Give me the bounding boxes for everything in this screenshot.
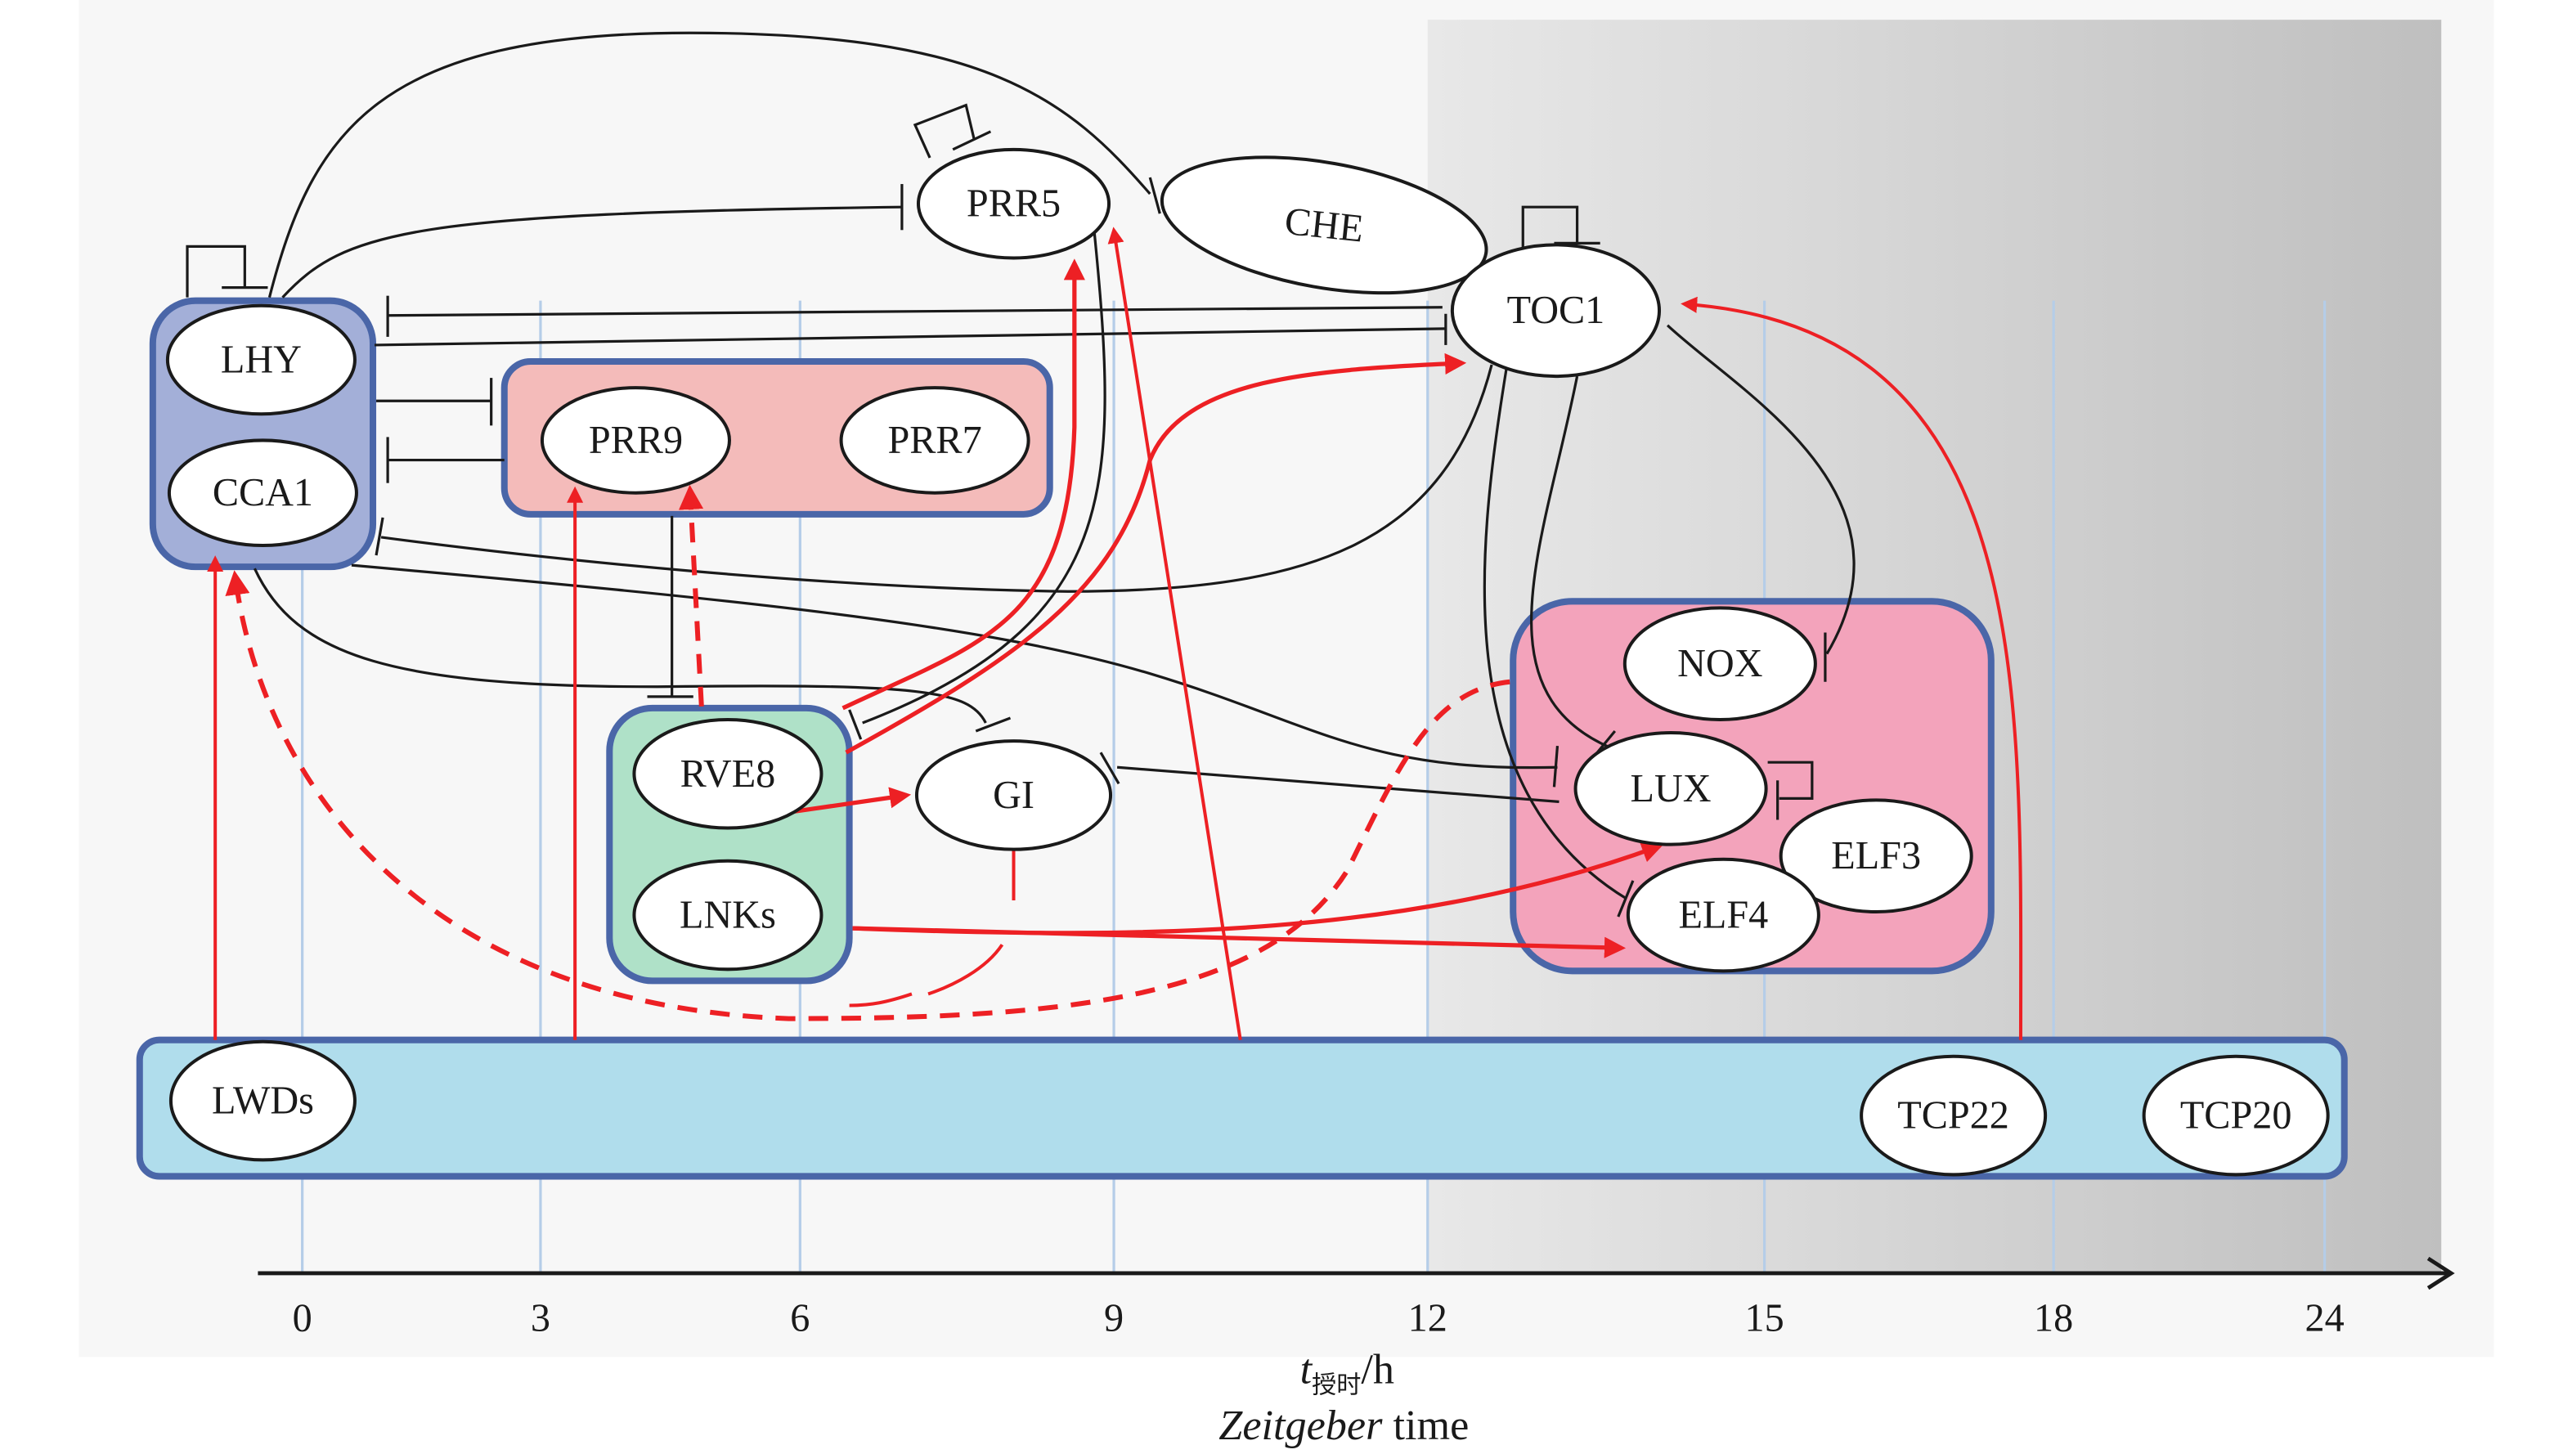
inhibition-bar bbox=[975, 716, 1012, 733]
axis-title-unit: /h bbox=[1361, 1346, 1394, 1393]
edge-toc1-nox bbox=[1666, 324, 1856, 655]
node-label: TCP20 bbox=[2180, 1094, 2292, 1138]
tick-label-0: 0 bbox=[293, 1296, 312, 1340]
axis-title-subscript: 授时 bbox=[1312, 1371, 1361, 1399]
edge-lhy-prr5 bbox=[281, 205, 902, 298]
edge-toc1-lux bbox=[1530, 375, 1611, 749]
node-lwds[interactable]: LWDs bbox=[168, 1039, 357, 1162]
edge-prr5-rve8 bbox=[862, 230, 1106, 725]
axis-title-cn: t授时/h bbox=[1300, 1346, 1394, 1399]
inhibition-bar bbox=[1148, 177, 1161, 214]
node-label: LWDs bbox=[212, 1079, 314, 1123]
node-label: NOX bbox=[1677, 642, 1762, 685]
node-label: ELF4 bbox=[1678, 894, 1768, 937]
node-elf3[interactable]: ELF3 bbox=[1779, 798, 1973, 914]
edge-lwds-prr5 bbox=[1107, 227, 1242, 1041]
node-che[interactable]: CHE bbox=[1151, 135, 1497, 315]
tick-label-24: 24 bbox=[2305, 1296, 2345, 1340]
time-axis: 0 3 6 9 12 15 18 24 t授时/h Zeitgeber time bbox=[258, 1256, 2455, 1449]
node-prr7[interactable]: PRR7 bbox=[839, 386, 1030, 495]
tick-label-12: 12 bbox=[1408, 1296, 1447, 1340]
edge-ec-cca1-dashed bbox=[225, 570, 1510, 1021]
edge-toc1-lhy bbox=[388, 306, 1443, 317]
node-label: CCA1 bbox=[213, 471, 313, 514]
node-label: PRR9 bbox=[589, 419, 683, 462]
activation-edges bbox=[207, 227, 2023, 1041]
node-lhy[interactable]: LHY bbox=[165, 303, 357, 416]
edge-toc1-self-inhibition bbox=[1521, 205, 1579, 249]
node-label: LHY bbox=[221, 339, 302, 382]
node-prr9[interactable]: PRR9 bbox=[540, 386, 731, 495]
node-label: LNKs bbox=[680, 894, 776, 937]
inhibition-bar bbox=[1617, 880, 1635, 918]
edge-lnks-elf4 bbox=[852, 926, 1627, 958]
edge-gi-lnks-dashed bbox=[849, 844, 1016, 1007]
edge-lhy-che bbox=[267, 31, 1151, 298]
edge-lux-self-inhibition bbox=[1767, 761, 1814, 800]
axis-title-en-rest: time bbox=[1382, 1402, 1469, 1449]
node-nox[interactable]: NOX bbox=[1622, 606, 1817, 721]
inhibition-bar bbox=[848, 709, 863, 740]
edge-cca1-lux bbox=[351, 563, 1558, 770]
edge-lhy-toc1 bbox=[375, 327, 1446, 347]
node-prr5[interactable]: PRR5 bbox=[916, 147, 1111, 260]
edge-rve8-gi bbox=[792, 787, 912, 815]
axis-title-en-italic: Zeitgeber bbox=[1218, 1402, 1383, 1449]
edge-toc1-elf4 bbox=[1483, 367, 1627, 900]
node-rve8[interactable]: RVE8 bbox=[632, 717, 824, 830]
node-label: LUX bbox=[1631, 767, 1712, 810]
edge-cca1-gi bbox=[253, 568, 987, 724]
node-toc1[interactable]: TOC1 bbox=[1450, 243, 1662, 379]
inhibition-bar bbox=[1552, 745, 1560, 788]
node-tcp22[interactable]: TCP22 bbox=[1860, 1054, 2048, 1177]
axis-title-symbol: t bbox=[1300, 1346, 1313, 1393]
node-gi[interactable]: GI bbox=[914, 739, 1113, 851]
inhibition-bar bbox=[1099, 752, 1120, 785]
edge-lux-gi bbox=[1116, 765, 1560, 804]
node-label: CHE bbox=[1282, 200, 1365, 251]
node-label: GI bbox=[993, 774, 1034, 817]
tick-label-3: 3 bbox=[531, 1296, 550, 1340]
node-label: RVE8 bbox=[680, 752, 776, 796]
node-label: PRR5 bbox=[967, 182, 1061, 226]
axis-arrowhead bbox=[2426, 1256, 2455, 1290]
node-elf4[interactable]: ELF4 bbox=[1626, 857, 1820, 973]
tick-label-9: 9 bbox=[1104, 1296, 1124, 1340]
edge-prr5-self-inhibition bbox=[913, 103, 976, 159]
edge-rve8-prr9-dashed bbox=[678, 484, 704, 707]
node-lnks[interactable]: LNKs bbox=[632, 859, 824, 972]
node-label: TOC1 bbox=[1507, 289, 1605, 332]
node-label: ELF3 bbox=[1831, 834, 1921, 877]
edge-tcp22-toc1 bbox=[1681, 296, 2023, 1040]
tick-label-6: 6 bbox=[790, 1296, 810, 1340]
axis-title-en: Zeitgeber time bbox=[1218, 1402, 1469, 1449]
edge-rve8-prr5 bbox=[841, 258, 1085, 711]
tick-label-18: 18 bbox=[2034, 1296, 2073, 1340]
node-cca1[interactable]: CCA1 bbox=[167, 438, 358, 548]
inhibition-bar bbox=[952, 130, 992, 151]
node-label: TCP22 bbox=[1897, 1094, 2009, 1138]
inhibition-edges bbox=[186, 31, 1856, 918]
edge-rve8-toc1 bbox=[845, 352, 1467, 755]
node-lux[interactable]: LUX bbox=[1573, 731, 1768, 846]
inhibition-bar bbox=[375, 517, 384, 556]
edge-lhy-self-inhibition bbox=[186, 245, 246, 298]
group-light-signaling bbox=[136, 1036, 2348, 1180]
node-label: PRR7 bbox=[887, 419, 981, 462]
tick-label-15: 15 bbox=[1744, 1296, 1784, 1340]
node-tcp20[interactable]: TCP20 bbox=[2142, 1054, 2330, 1177]
